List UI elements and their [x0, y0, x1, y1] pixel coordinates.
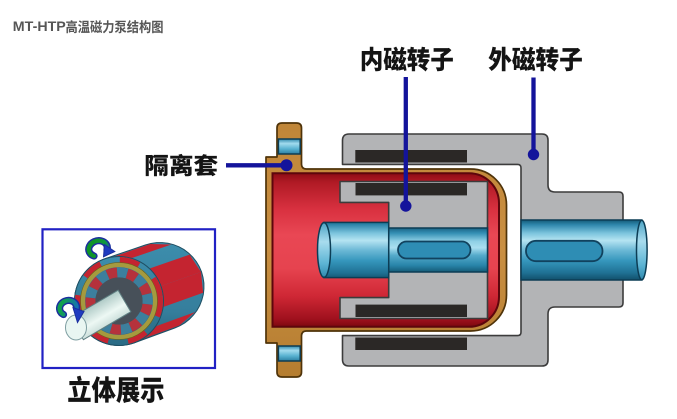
svg-text:MT-HTP: MT-HTP	[13, 19, 66, 34]
